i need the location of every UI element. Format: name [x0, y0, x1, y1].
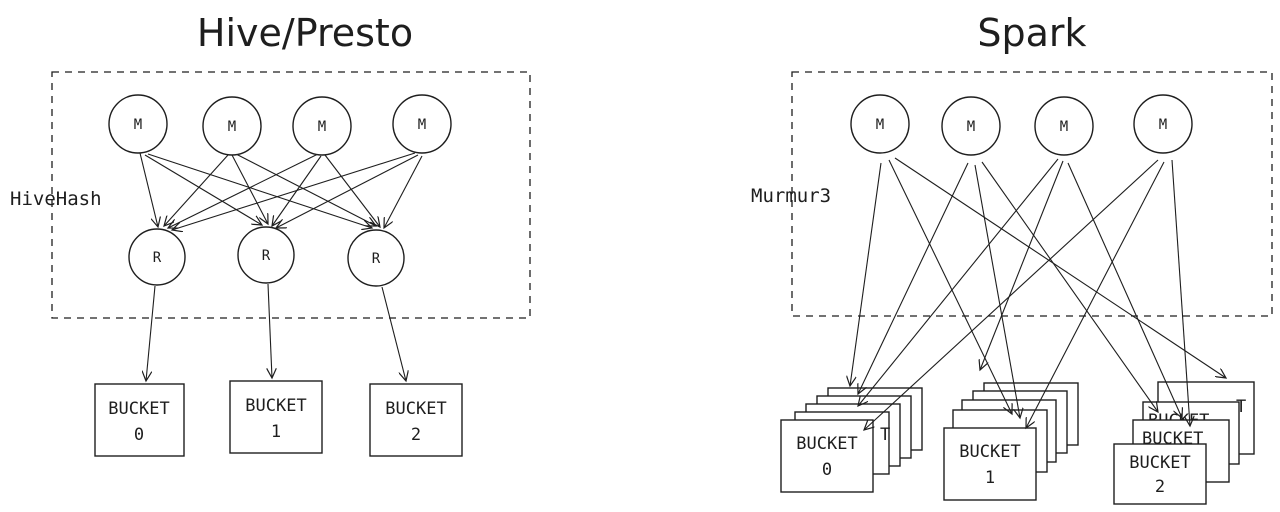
bucket-label: BUCKET: [108, 399, 169, 419]
spark-bucket-stack-1: BUCKET 1: [943, 382, 1079, 501]
bucket-number: 0: [822, 460, 832, 480]
spark-bucket-stack-0: T BUCKET 0: [780, 387, 923, 493]
bucket-number: 2: [411, 425, 421, 445]
mapper-label: M: [318, 119, 326, 135]
mapper-label: M: [876, 117, 884, 133]
hive-bucket-1: BUCKET 1: [229, 380, 323, 454]
spark-mapper-1: M: [850, 94, 910, 154]
bucket-partial-label: T: [1236, 397, 1246, 417]
reducer-label: R: [262, 248, 271, 264]
hivehash-label: HiveHash: [10, 188, 102, 210]
bucket-label: BUCKET: [245, 396, 306, 416]
hive-presto-panel: Hive/Presto HiveHash M M: [10, 11, 531, 457]
hive-presto-title: Hive/Presto: [197, 11, 413, 55]
mapper-label: M: [1159, 117, 1167, 133]
spark-write-edges: [850, 157, 1226, 430]
bucket-partial-label: T: [880, 425, 890, 445]
murmur3-label: Murmur3: [751, 185, 831, 207]
bucket-number: 0: [134, 425, 144, 445]
mapper-label: M: [418, 117, 426, 133]
hive-reducer-2: R: [237, 226, 295, 284]
mapper-label: M: [1060, 119, 1068, 135]
spark-panel: Spark Murmur3 T BUCKET 0 BUCKET 1 T: [751, 11, 1273, 505]
hive-reducer-1: R: [128, 228, 186, 286]
hive-reducer-3: R: [347, 229, 405, 287]
bucket-number: 2: [1155, 477, 1165, 497]
hive-mapper-1: M: [108, 94, 168, 154]
hive-job-boundary: [51, 71, 531, 319]
bucket-label: BUCKET: [796, 434, 857, 454]
spark-job-boundary: [791, 71, 1273, 317]
spark-mapper-2: M: [941, 96, 1001, 156]
mapper-label: M: [967, 119, 975, 135]
hive-shuffle-edges: [139, 152, 423, 230]
hive-output-edges: [146, 283, 406, 381]
bucket-number: 1: [985, 468, 995, 488]
hive-mapper-4: M: [392, 94, 452, 154]
bucket-file-front: [780, 419, 874, 493]
hive-bucket-2: BUCKET 2: [369, 383, 463, 457]
bucket-label: BUCKET: [1129, 453, 1190, 473]
spark-mapper-4: M: [1133, 94, 1193, 154]
bucket-label: BUCKET: [385, 399, 446, 419]
hive-bucket-0: BUCKET 0: [94, 383, 185, 457]
reducer-label: R: [372, 251, 381, 267]
reducer-label: R: [153, 250, 162, 266]
bucket-file-front: [1113, 443, 1207, 505]
bucket-file-front: [943, 427, 1037, 501]
spark-mapper-3: M: [1034, 96, 1094, 156]
bucket-label: BUCKET: [959, 442, 1020, 462]
bucket-number: 1: [271, 422, 281, 442]
spark-title: Spark: [977, 11, 1086, 55]
mapper-label: M: [228, 119, 236, 135]
hive-mapper-2: M: [202, 96, 262, 156]
spark-bucket-stack-2: T BUCKET BUCKET BUCKET 2: [1113, 381, 1255, 505]
mapper-label: M: [134, 117, 142, 133]
hive-mapper-3: M: [292, 96, 352, 156]
